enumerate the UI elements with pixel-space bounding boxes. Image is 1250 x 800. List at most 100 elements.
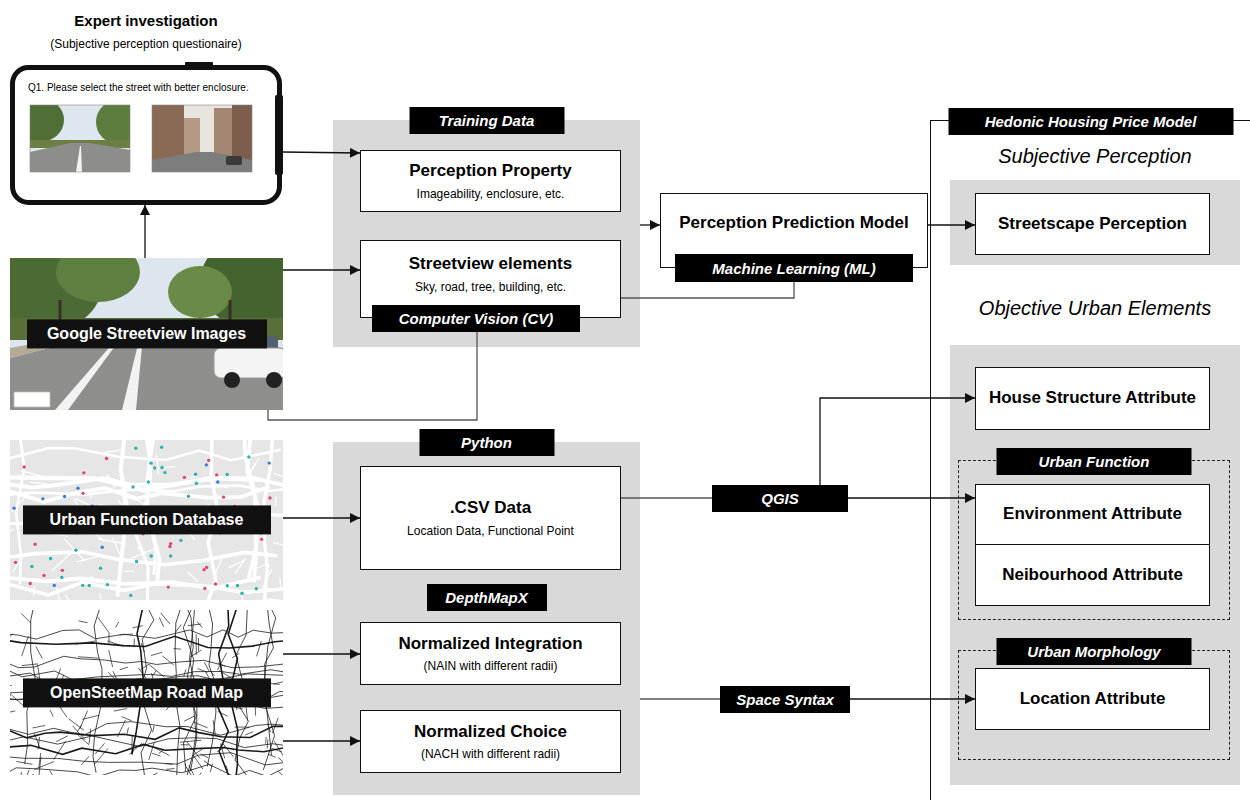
tag-chip: Urban Morphology: [997, 638, 1192, 665]
map-road: [204, 662, 209, 672]
process-box: Neibourhood Attribute: [975, 544, 1210, 606]
map-street: [52, 551, 74, 571]
map-road: [149, 665, 164, 678]
poi-dot: [216, 480, 219, 483]
model-frame: Hedonic Housing Price ModelSubjective Pe…: [930, 120, 1250, 800]
map-street: [273, 543, 283, 548]
poi-dot: [14, 561, 17, 564]
box-title: Normalized Integration: [398, 634, 582, 654]
map-road: [94, 748, 108, 764]
map-road: [184, 715, 195, 721]
map-road: [198, 638, 199, 651]
poi-dot: [30, 565, 33, 568]
poi-dot: [82, 471, 85, 474]
photo-road: [152, 152, 252, 172]
map-road: [161, 613, 170, 624]
poi-dot: [236, 584, 239, 587]
map-street: [262, 569, 272, 589]
map-street: [10, 577, 261, 588]
flow-arrow: [928, 224, 975, 225]
flow-arrow: [283, 653, 360, 654]
map-road: [133, 639, 134, 648]
streetview-illustration: [10, 258, 283, 410]
map-street: [10, 486, 270, 501]
tag-chip: Google Streetview Images: [27, 319, 267, 348]
map-street: [57, 587, 61, 600]
photo-building: [214, 108, 232, 160]
label-tag: Space Syntax: [720, 686, 850, 713]
photo-lane-mark: [76, 146, 82, 172]
poi-dot: [160, 466, 163, 469]
photo-sky: [152, 105, 252, 172]
map-road: [107, 641, 123, 646]
map-road: [10, 630, 283, 639]
map-road: [73, 726, 85, 740]
map-road: [226, 766, 228, 772]
map-road: [50, 771, 53, 775]
map-road: [151, 652, 162, 655]
text-holder: Q1. Please select the street with better…: [28, 77, 249, 95]
map-road: [188, 624, 201, 626]
flow-arrow: [283, 517, 360, 518]
map-road: [198, 669, 208, 673]
panel-ground: [333, 120, 640, 347]
map-road: [114, 709, 127, 711]
map-street: [81, 577, 94, 579]
phone-illustration: [13, 62, 284, 203]
tree-canopy: [56, 258, 140, 302]
poi-dot: [134, 446, 137, 449]
poi-dot: [74, 548, 77, 551]
map-street: [244, 458, 259, 482]
map-road: [267, 724, 270, 733]
map-road: [116, 622, 119, 628]
phone-top-button: [185, 62, 213, 66]
box-title: Perception Property: [409, 161, 572, 181]
map-street: [10, 529, 14, 537]
road-map-illustration: [10, 610, 283, 775]
map-street: [216, 554, 224, 573]
map-road: [81, 756, 89, 765]
poi-dot: [240, 592, 243, 595]
box-subtitle: (NAIN with different radii): [424, 659, 558, 673]
poi-dot: [42, 574, 45, 577]
street-photo: [30, 105, 130, 172]
sub-heading: (Subjective perception questionaire): [50, 37, 241, 51]
process-box: House Structure Attribute: [975, 367, 1210, 430]
map-road: [20, 772, 21, 775]
map-road: [50, 710, 53, 717]
poi-dot: [99, 567, 102, 570]
process-box: Streetscape Perception: [975, 193, 1210, 255]
connector-line: [621, 282, 794, 298]
photo-frame: [152, 105, 252, 172]
map-road: [217, 747, 225, 752]
map-street: [12, 561, 19, 573]
poi-dot: [88, 584, 91, 587]
map-road: [274, 741, 283, 756]
poi-dot: [167, 585, 170, 588]
panel-ground: [333, 442, 640, 597]
flow-arrow: [848, 497, 975, 498]
tag-label: Python: [461, 434, 512, 452]
map-road: [210, 671, 215, 676]
poi-dot: [135, 560, 138, 563]
connector-line: [268, 332, 477, 420]
map-street: [107, 474, 115, 487]
map-road: [278, 771, 283, 775]
box-subtitle: Sky, road, tree, building, etc.: [415, 280, 566, 294]
map-street: [131, 547, 158, 558]
map-road: [26, 770, 29, 775]
map-road: [246, 706, 248, 720]
map-road: [181, 744, 189, 745]
section-heading: Objective Urban Elements: [979, 297, 1211, 319]
tag-chip: OpenSteetMap Road Map: [23, 678, 271, 707]
box-title: Streetview elements: [409, 254, 572, 274]
category-panel: Objective Urban ElementsHouse Structure …: [950, 297, 1240, 785]
process-box: Perception PropertyImageability, enclosu…: [360, 150, 621, 212]
tag-label: Urban Morphology: [1027, 643, 1160, 661]
car-wheel: [266, 372, 282, 388]
map-road: [193, 722, 207, 728]
poi-dot: [49, 557, 52, 560]
map-road: [120, 634, 133, 636]
poi-dot: [160, 446, 163, 449]
tag-chip: Urban Function: [997, 448, 1192, 475]
